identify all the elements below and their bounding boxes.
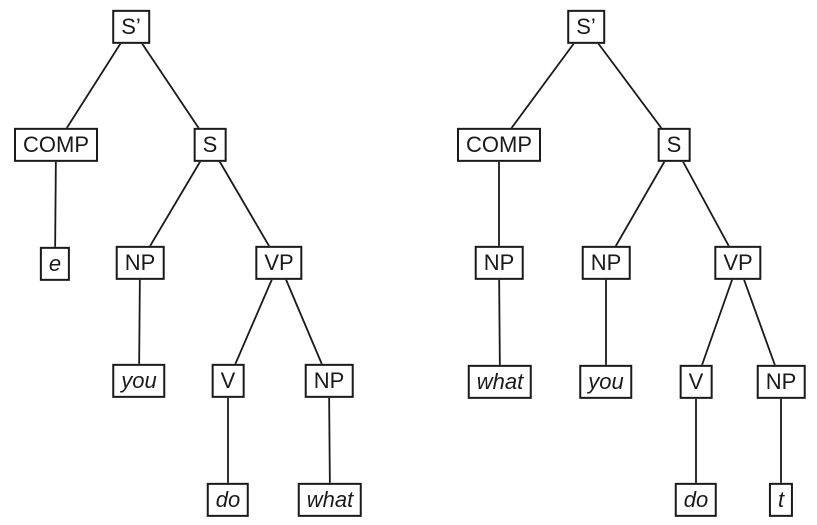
tree-node-s-bar: S’: [112, 9, 150, 45]
tree-edge: [209, 144, 280, 264]
tree-edge: [55, 26, 132, 146]
tree-leaf-do: do: [206, 482, 250, 518]
tree-node-v: V: [679, 364, 713, 400]
tree-edge: [695, 262, 739, 383]
tree-edge: [737, 262, 782, 383]
tree-node-s-bar: S’: [567, 9, 605, 45]
tree-node-vp: VP: [255, 245, 303, 281]
tree-edge: [130, 26, 211, 146]
tree-node-np-object: NP: [304, 363, 354, 399]
tree-node-vp: VP: [714, 245, 762, 281]
tree-node-v: V: [211, 363, 245, 399]
tree-leaf-trace: t: [768, 482, 794, 518]
tree-node-np-subject: NP: [581, 245, 631, 281]
tree-node-comp: COMP: [14, 127, 98, 163]
tree-node-comp: COMP: [457, 127, 541, 163]
tree-node-np-subject: NP: [115, 245, 165, 281]
tree-leaf-you: you: [112, 363, 166, 399]
tree-node-s: S: [657, 127, 691, 163]
tree-edge: [227, 262, 280, 382]
tree-node-np-object: NP: [756, 364, 806, 400]
tree-leaf-what: what: [297, 482, 363, 518]
tree-edge: [138, 262, 141, 382]
tree-edge: [498, 262, 501, 383]
tree-leaf-what: what: [467, 364, 533, 400]
tree-edge: [498, 26, 587, 146]
tree-edge: [278, 262, 330, 382]
tree-edge: [54, 144, 57, 265]
tree-edge: [139, 144, 211, 264]
tree-leaf-you: you: [579, 364, 633, 400]
tree-edge: [673, 144, 739, 264]
tree-node-np-comp: NP: [474, 245, 524, 281]
tree-edge: [605, 144, 675, 264]
tree-leaf-e: e: [39, 246, 71, 282]
tree-node-s: S: [193, 127, 227, 163]
tree-leaf-do: do: [674, 482, 718, 518]
tree-edge: [328, 380, 331, 501]
tree-edge: [585, 26, 675, 146]
